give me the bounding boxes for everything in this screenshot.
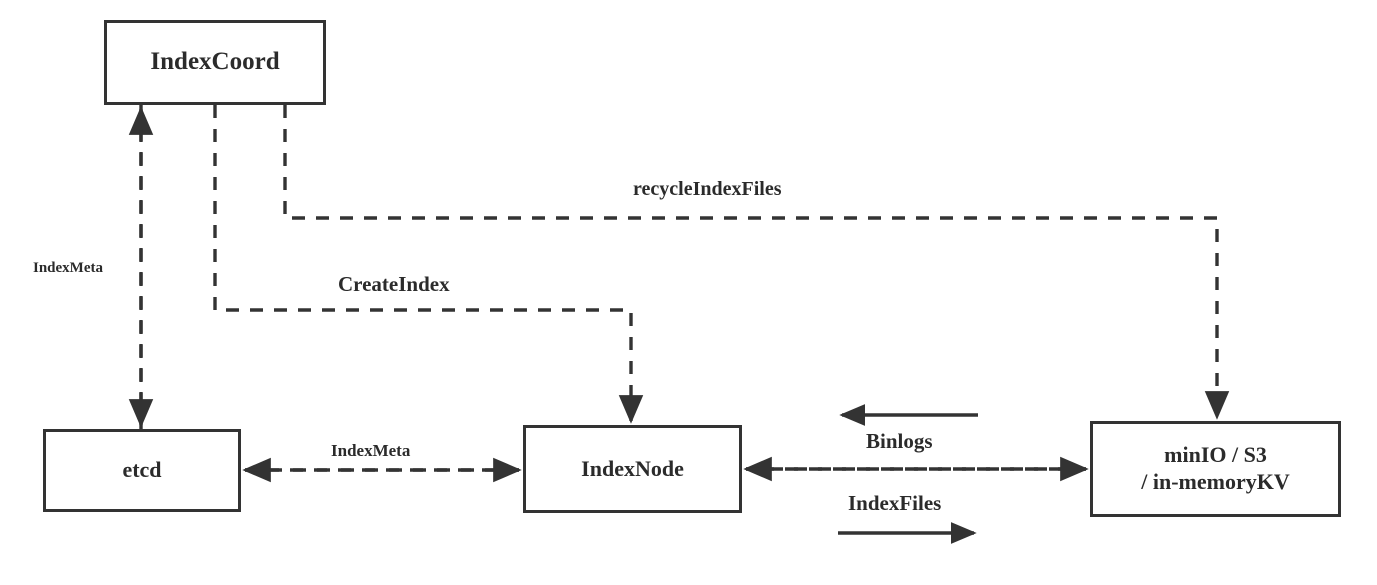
edge-label-recycleindexfiles: recycleIndexFiles [633, 178, 782, 200]
node-indexnode[interactable]: IndexNode [523, 425, 742, 513]
node-indexcoord[interactable]: IndexCoord [104, 20, 326, 105]
node-etcd[interactable]: etcd [43, 429, 241, 512]
edge-label-indexfiles: IndexFiles [848, 491, 942, 515]
edge-indexcoord-minio [283, 105, 1230, 420]
node-indexnode-label: IndexNode [581, 455, 684, 481]
edge-indexcoord-indexnode [213, 105, 644, 424]
node-etcd-label: etcd [122, 457, 162, 483]
edge-label-binlogs: Binlogs [866, 429, 933, 453]
edge-label-createindex: CreateIndex [338, 272, 450, 296]
node-indexcoord-label: IndexCoord [150, 48, 280, 76]
node-minio[interactable]: minIO / S3 / in-memoryKV [1090, 421, 1341, 517]
edge-label-indexmeta-mid: IndexMeta [331, 441, 411, 460]
edge-label-indexmeta-left: IndexMeta [33, 260, 103, 276]
node-minio-label: minIO / S3 / in-memoryKV [1141, 442, 1290, 494]
